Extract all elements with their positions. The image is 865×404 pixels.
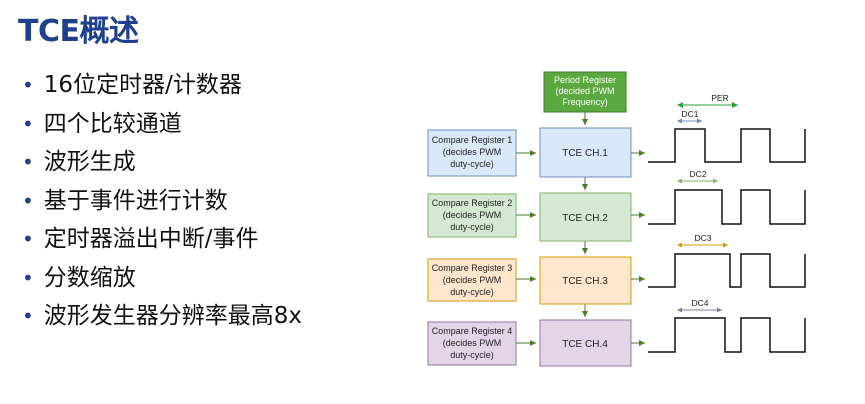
compare-register-label: Compare Register 1 <box>432 135 513 145</box>
tce-channel-2-box: TCE CH.2 <box>539 192 632 242</box>
pwm-waveform-1 <box>648 128 806 163</box>
channel-label: TCE CH.3 <box>562 276 608 287</box>
page-title: TCE概述 <box>18 14 139 49</box>
compare-register-4-box: Compare Register 4 (decides PWM duty-cyc… <box>427 321 517 366</box>
compare-register-label: (decides PWM <box>443 210 502 220</box>
period-register-label: Period Register <box>554 75 616 85</box>
feature-list: •16位定时器/计数器 •四个比较通道 •波形生成 •基于事件进行计数 •定时器… <box>22 66 302 336</box>
tce-channel-4-box: TCE CH.4 <box>539 319 632 367</box>
bullet-icon: • <box>22 111 34 136</box>
feature-item: •定时器溢出中断/事件 <box>22 226 259 252</box>
bullet-icon: • <box>22 150 34 174</box>
compare-register-1-box: Compare Register 1 (decides PWM duty-cyc… <box>427 129 517 177</box>
feature-item: •基于事件进行计数 <box>22 187 228 214</box>
feature-item: •四个比较通道 <box>22 110 182 137</box>
per-label: PER <box>711 93 728 103</box>
compare-register-label: Compare Register 4 <box>432 326 513 336</box>
compare-register-2-box: Compare Register 2 (decides PWM duty-cyc… <box>427 193 517 238</box>
dc1-label: DC1 <box>681 109 698 119</box>
compare-register-label: duty-cycle) <box>450 287 494 297</box>
bullet-icon: • <box>22 265 34 290</box>
tce-channel-3-box: TCE CH.3 <box>539 256 632 305</box>
dc2-label: DC2 <box>689 169 706 179</box>
bullet-icon: • <box>22 73 34 97</box>
period-register-box: Period Register (decided PWM Frequency) <box>543 71 627 113</box>
compare-register-3-box: Compare Register 3 (decides PWM duty-cyc… <box>427 258 517 302</box>
period-register-label: (decided PWM <box>555 86 614 96</box>
compare-register-label: (decides PWM <box>443 275 502 285</box>
compare-register-label: duty-cycle) <box>450 159 494 169</box>
pwm-waveform-2 <box>648 189 806 225</box>
feature-item: •波形发生器分辨率最高8x <box>22 303 303 329</box>
compare-register-label: Compare Register 3 <box>432 263 513 273</box>
compare-register-label: (decides PWM <box>443 338 502 348</box>
feature-item: •16位定时器/计数器 <box>22 72 242 98</box>
pwm-waveform-4 <box>648 317 806 353</box>
channel-label: TCE CH.1 <box>562 148 608 159</box>
compare-register-label: Compare Register 2 <box>432 198 513 208</box>
channel-label: TCE CH.2 <box>562 213 608 224</box>
channel-label: TCE CH.4 <box>562 339 608 350</box>
compare-register-label: (decides PWM <box>443 147 502 157</box>
feature-item: •波形生成 <box>22 149 136 175</box>
compare-register-label: duty-cycle) <box>450 350 494 360</box>
tce-channel-1-box: TCE CH.1 <box>539 127 632 178</box>
pwm-waveform-3 <box>648 253 806 288</box>
compare-register-label: duty-cycle) <box>450 222 494 232</box>
dc3-label: DC3 <box>694 233 711 243</box>
feature-item: •分数缩放 <box>22 264 136 291</box>
dc4-label: DC4 <box>691 298 708 308</box>
bullet-icon: • <box>22 227 34 251</box>
bullet-icon: • <box>22 188 34 213</box>
bullet-icon: • <box>22 304 34 328</box>
period-register-label: Frequency) <box>562 97 608 107</box>
